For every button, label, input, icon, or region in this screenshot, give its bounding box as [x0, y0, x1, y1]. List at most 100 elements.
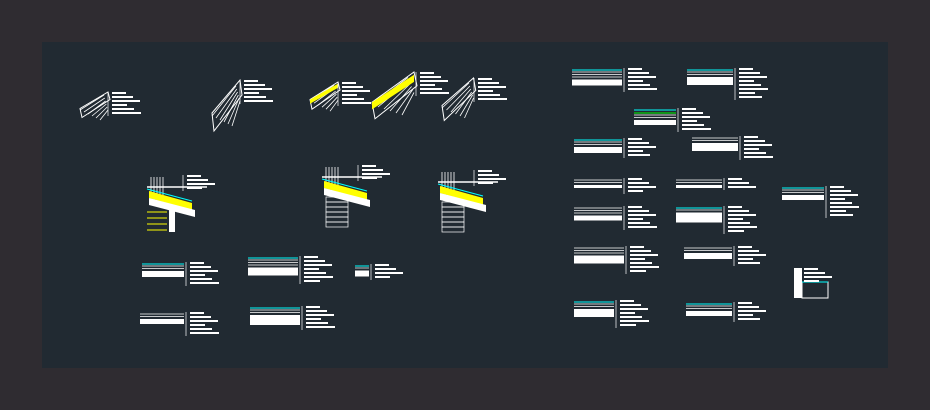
isometric-detail	[371, 71, 449, 120]
annotation-text	[739, 68, 753, 70]
annotation-text	[375, 264, 389, 266]
annotation-text	[728, 226, 757, 228]
hatch	[99, 109, 109, 121]
annotation-text	[375, 268, 396, 270]
roof-section-detail	[782, 186, 859, 218]
annotation-text	[738, 306, 759, 308]
hatch	[223, 94, 239, 123]
hatch	[215, 88, 238, 119]
annotation-text	[630, 250, 651, 252]
roof-section-detail	[572, 68, 657, 92]
annotation-text	[190, 320, 218, 322]
annotation-text	[187, 179, 208, 181]
annotation-text	[190, 266, 211, 268]
annotation-text	[628, 186, 656, 188]
isometric-detail	[441, 77, 507, 122]
annotation-text	[628, 142, 649, 144]
annotation-text	[628, 210, 649, 212]
annotation-text	[728, 222, 750, 224]
annotation-text	[728, 206, 742, 208]
slab	[684, 253, 732, 259]
annotation-text	[628, 182, 649, 184]
insulation	[440, 186, 483, 205]
annotation-text	[244, 92, 259, 94]
annotation-text	[478, 178, 506, 180]
annotation-text	[190, 332, 219, 334]
annotation-text	[187, 175, 201, 177]
hatch	[317, 90, 336, 106]
slab	[248, 267, 298, 276]
annotation-text	[628, 206, 642, 208]
annotation-text	[112, 100, 140, 102]
hatch	[383, 83, 411, 110]
annotation-text	[830, 214, 853, 216]
roof-section-detail	[355, 264, 403, 280]
roof-section-detail	[574, 300, 649, 328]
hatch	[79, 94, 105, 111]
annotation-text	[728, 230, 744, 232]
annotation-text	[628, 146, 656, 148]
annotation-text	[628, 72, 649, 74]
annotation-text	[739, 88, 768, 90]
annotation-text	[628, 226, 657, 228]
annotation-text	[244, 100, 273, 102]
annotation-text	[478, 182, 493, 184]
annotation-text	[738, 258, 753, 260]
slab	[574, 147, 622, 153]
slab	[574, 255, 624, 264]
annotation-text	[804, 276, 832, 278]
annotation-text	[682, 112, 703, 114]
annotation-text	[628, 190, 643, 192]
isometric-detail	[211, 78, 273, 133]
hatch	[321, 93, 337, 108]
annotation-text	[362, 165, 376, 167]
drawing-sheet[interactable]	[42, 42, 888, 368]
cad-drawing-canvas	[79, 68, 859, 336]
annotation-text	[420, 80, 448, 82]
annotation-text	[306, 306, 320, 308]
annotation-text	[682, 120, 697, 122]
annotation-text	[304, 276, 333, 278]
iso-outline	[79, 91, 111, 119]
annotation-text	[304, 256, 318, 258]
annotation-text	[739, 96, 762, 98]
annotation-text	[478, 78, 492, 80]
annotation-text	[830, 190, 851, 192]
hatch	[95, 106, 108, 119]
annotation-text	[342, 98, 364, 100]
annotation-text	[620, 308, 648, 310]
annotation-text	[630, 254, 658, 256]
slab	[574, 185, 622, 188]
annotation-text	[682, 108, 696, 110]
isometric-detail	[309, 81, 371, 112]
annotation-text	[478, 94, 500, 96]
annotation-text	[630, 262, 652, 264]
annotation-text	[187, 183, 215, 185]
slab	[355, 270, 369, 277]
annotation-text	[630, 266, 659, 268]
roof-section-detail	[574, 206, 657, 230]
annotation-text	[304, 280, 320, 282]
annotation-text	[306, 310, 327, 312]
annotation-text	[420, 72, 434, 74]
annotation-text	[620, 312, 635, 314]
annotation-text	[420, 76, 441, 78]
annotation-text	[620, 320, 649, 322]
annotation-text	[190, 274, 205, 276]
annotation-text	[728, 218, 743, 220]
annotation-text	[682, 116, 710, 118]
hatch	[459, 94, 473, 117]
annotation-text	[304, 264, 332, 266]
slab	[574, 309, 614, 317]
annotation-text	[630, 258, 645, 260]
annotation-text	[738, 250, 759, 252]
annotation-text	[112, 112, 141, 114]
annotation-text	[342, 86, 363, 88]
annotation-text	[628, 138, 642, 140]
annotation-text	[738, 310, 766, 312]
hatch	[450, 88, 472, 113]
annotation-text	[744, 136, 758, 138]
annotation-text	[628, 76, 656, 78]
annotation-text	[620, 324, 636, 326]
annotation-text	[738, 318, 760, 320]
